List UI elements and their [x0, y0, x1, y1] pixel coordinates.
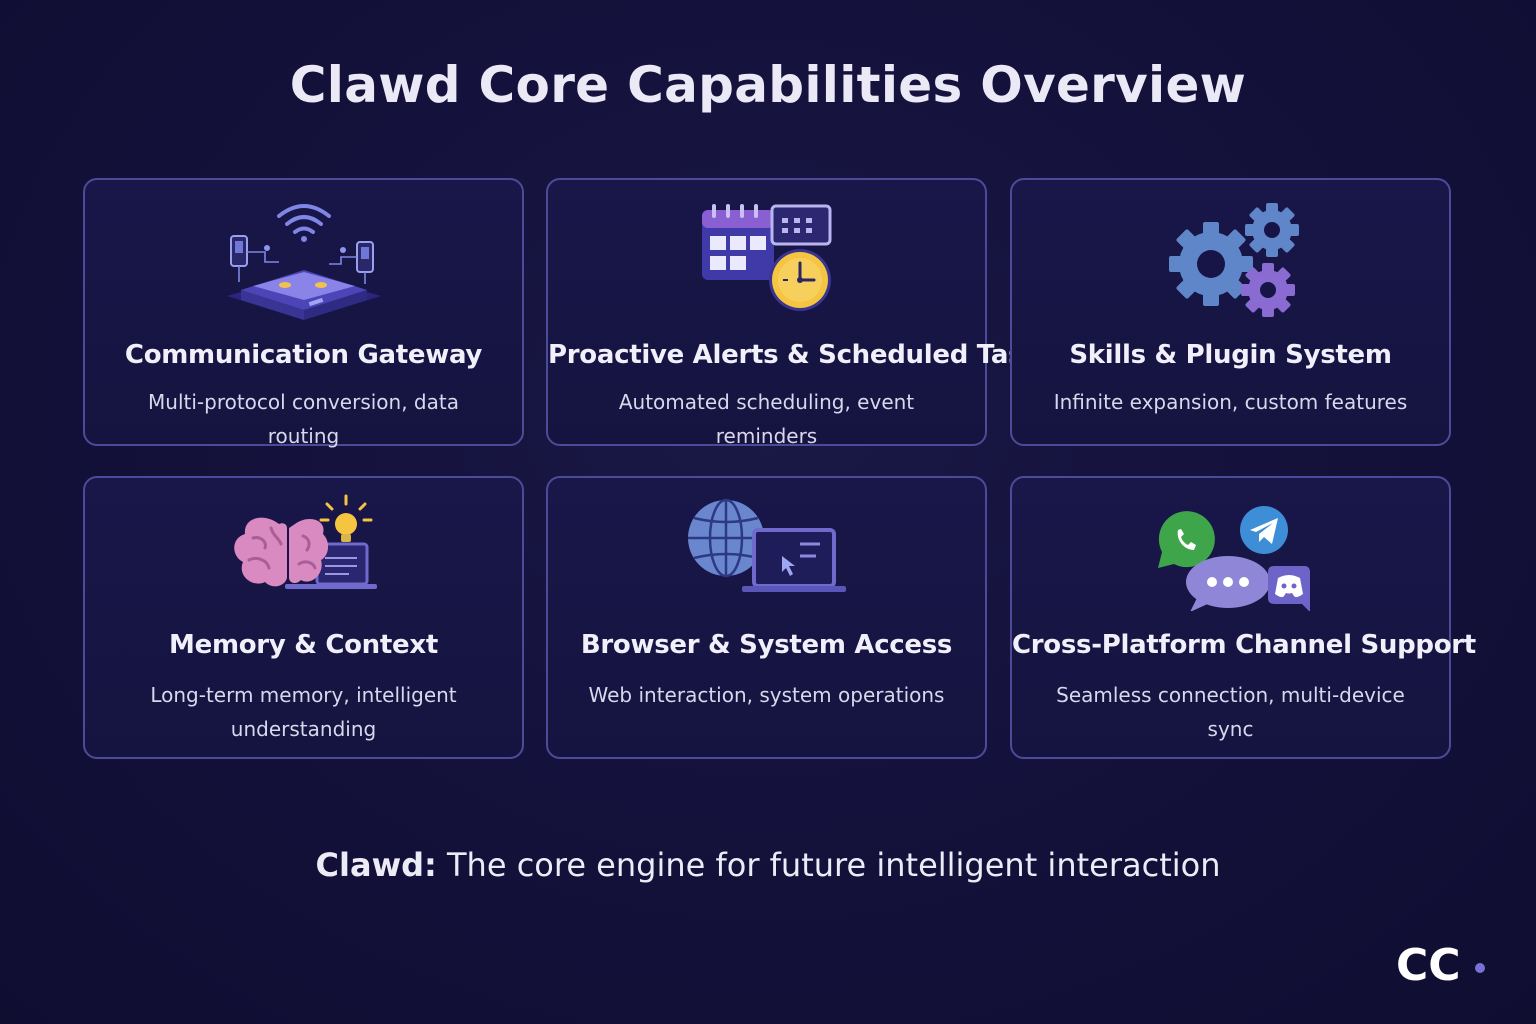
- footer-brand: Clawd:: [315, 846, 437, 884]
- brain-laptop-icon: [233, 494, 377, 589]
- card-title: Communication Gateway: [124, 340, 483, 370]
- card-title: Browser & System Access: [580, 630, 953, 660]
- card-title: Skills & Plugin System: [1069, 340, 1392, 370]
- card-skills-plugins: Skills & Plugin System Infinite expansio…: [1010, 178, 1451, 446]
- logo-text: CC: [1396, 940, 1461, 990]
- globe-laptop-icon: [687, 498, 846, 592]
- calendar-clock-icon: [701, 204, 831, 311]
- card-description: Multi-protocol conversion, data routing: [148, 390, 459, 448]
- footer-tagline-text: The core engine for future intelligent i…: [447, 846, 1221, 884]
- card-title: Cross-Platform Channel Support: [1012, 630, 1476, 660]
- gears-icon: [1168, 203, 1299, 317]
- card-description: Long-term memory, intelligent understand…: [150, 683, 457, 741]
- cc-logo: CC: [1396, 940, 1485, 990]
- card-browser-system: Browser & System Access Web interaction,…: [546, 476, 987, 759]
- chat-apps-icon: [1157, 506, 1310, 611]
- card-description: Infinite expansion, custom features: [1053, 390, 1408, 414]
- footer-tagline: Clawd: The core engine for future intell…: [0, 846, 1536, 884]
- page-title: Clawd Core Capabilities Overview: [289, 56, 1247, 114]
- card-title: Memory & Context: [169, 630, 438, 660]
- card-proactive-alerts: Proactive Alerts & Scheduled Tasks Autom…: [546, 178, 1056, 448]
- card-description: Automated scheduling, event reminders: [618, 390, 915, 448]
- card-description: Seamless connection, multi-device sync: [1056, 683, 1405, 741]
- card-description: Web interaction, system operations: [588, 683, 945, 707]
- card-cross-platform: Cross-Platform Channel Support Seamless …: [1010, 476, 1476, 759]
- card-communication-gateway: Communication Gateway Multi-protocol con…: [83, 178, 524, 448]
- card-memory-context: Memory & Context Long-term memory, intel…: [83, 476, 524, 759]
- network-gateway-icon: [226, 204, 381, 320]
- card-title: Proactive Alerts & Scheduled Tasks: [548, 340, 1056, 370]
